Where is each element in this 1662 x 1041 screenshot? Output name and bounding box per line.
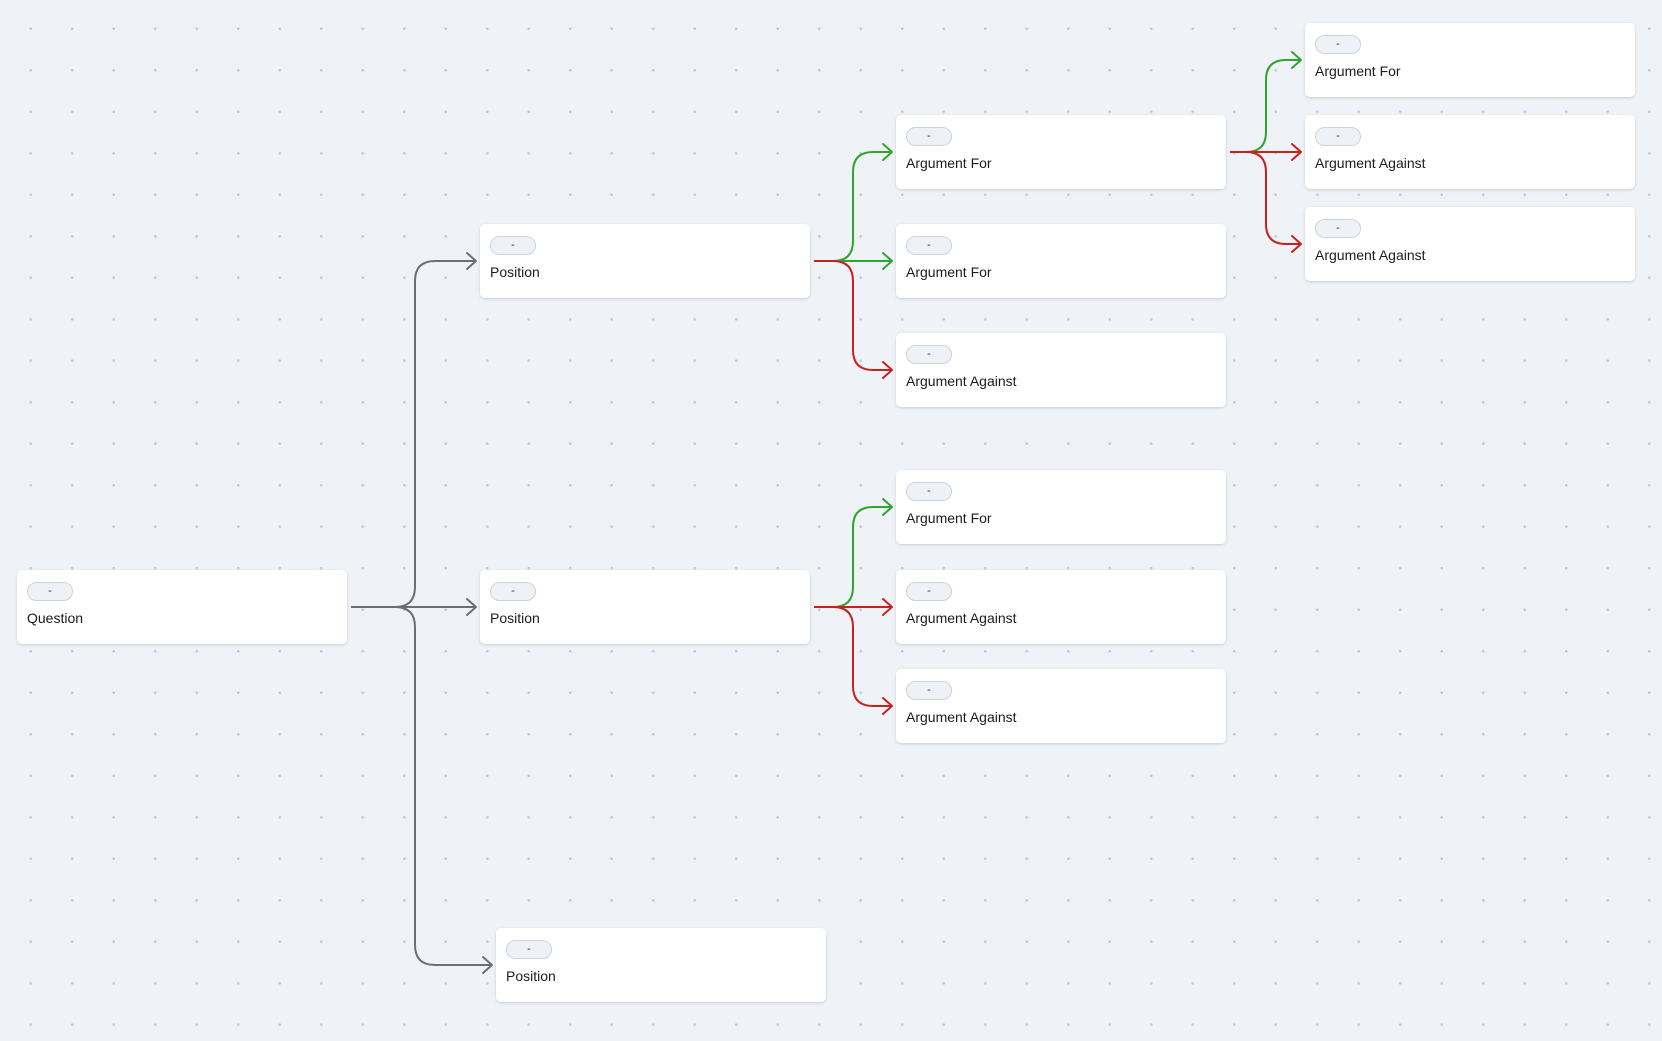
arrowhead-icon xyxy=(466,252,477,270)
edge-p1-a3 xyxy=(814,260,892,371)
node-label: Argument Against xyxy=(906,610,1017,626)
node-label: Argument For xyxy=(906,155,992,171)
node-badge[interactable]: - xyxy=(27,582,73,601)
node-position[interactable]: - Position xyxy=(496,928,826,1002)
node-label: Position xyxy=(490,610,540,626)
arrowhead-icon xyxy=(882,252,893,270)
node-label: Question xyxy=(27,610,84,626)
edge-q-p3 xyxy=(351,606,492,966)
node-label: Argument For xyxy=(906,510,992,526)
node-question[interactable]: - Question xyxy=(17,570,347,644)
node-argument-against[interactable]: - Argument Against xyxy=(1305,207,1635,281)
arrowhead-icon xyxy=(882,498,893,516)
edge-a1-b3 xyxy=(1230,151,1301,245)
node-badge[interactable]: - xyxy=(490,582,536,601)
arrowhead-icon xyxy=(882,697,893,715)
node-label: Argument Against xyxy=(1315,247,1426,263)
node-label: Argument Against xyxy=(906,373,1017,389)
edge-q-p1 xyxy=(351,260,476,608)
node-argument-against[interactable]: - Argument Against xyxy=(896,669,1226,743)
node-argument-for[interactable]: - Argument For xyxy=(896,115,1226,189)
node-argument-for[interactable]: - Argument For xyxy=(1305,23,1635,97)
edge-p2-a6 xyxy=(814,606,892,707)
node-badge[interactable]: - xyxy=(1315,219,1361,238)
node-label: Argument Against xyxy=(906,709,1017,725)
node-label: Argument For xyxy=(906,264,992,280)
node-argument-against[interactable]: - Argument Against xyxy=(896,570,1226,644)
edge-p1-a1 xyxy=(814,151,892,262)
node-argument-for[interactable]: - Argument For xyxy=(896,224,1226,298)
arrowhead-icon xyxy=(482,956,493,974)
node-badge[interactable]: - xyxy=(906,127,952,146)
node-badge[interactable]: - xyxy=(1315,127,1361,146)
arrowhead-icon xyxy=(1291,235,1302,253)
node-badge[interactable]: - xyxy=(906,681,952,700)
arrowhead-icon xyxy=(882,361,893,379)
node-badge[interactable]: - xyxy=(906,236,952,255)
node-label: Position xyxy=(506,968,556,984)
node-label: Argument Against xyxy=(1315,155,1426,171)
node-argument-against[interactable]: - Argument Against xyxy=(1305,115,1635,189)
arrowhead-icon xyxy=(466,598,477,616)
node-badge[interactable]: - xyxy=(906,345,952,364)
node-position[interactable]: - Position xyxy=(480,224,810,298)
node-label: Argument For xyxy=(1315,63,1401,79)
node-badge[interactable]: - xyxy=(490,236,536,255)
edge-a1-b1 xyxy=(1230,59,1301,153)
node-argument-for[interactable]: - Argument For xyxy=(896,470,1226,544)
arrowhead-icon xyxy=(1291,51,1302,69)
node-label: Position xyxy=(490,264,540,280)
node-position[interactable]: - Position xyxy=(480,570,810,644)
arrowhead-icon xyxy=(1291,143,1302,161)
node-badge[interactable]: - xyxy=(906,582,952,601)
node-badge[interactable]: - xyxy=(506,940,552,959)
node-badge[interactable]: - xyxy=(906,482,952,501)
arrowhead-icon xyxy=(882,143,893,161)
node-badge[interactable]: - xyxy=(1315,35,1361,54)
node-argument-against[interactable]: - Argument Against xyxy=(896,333,1226,407)
arrowhead-icon xyxy=(882,598,893,616)
edge-p2-a4 xyxy=(814,506,892,608)
